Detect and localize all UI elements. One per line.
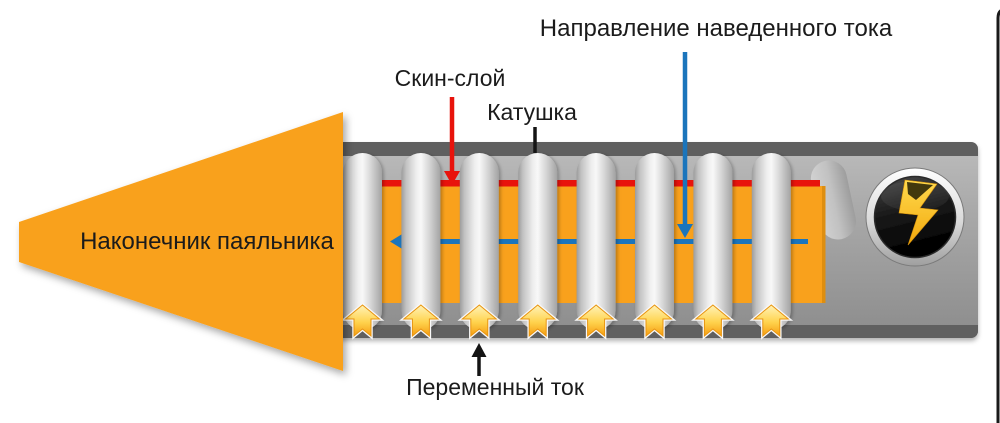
heater-core-edge [822,186,826,303]
power-badge [865,167,965,267]
ac-pointer-head [471,343,487,357]
induced-current-pointer-head [677,224,693,238]
ac-pointer [471,343,487,376]
induced-current-label: Направление наведенного тока [539,15,893,42]
induced-current-pointer [677,52,693,238]
induced-current-arrowhead [390,233,403,250]
soldering-tip-cone [19,112,343,371]
heater-body-top-band [337,142,978,156]
tip-label: Наконечник паяльника [80,228,334,255]
coil-label: Катушка [487,99,577,125]
alternating-current-label: Переменный ток [406,374,584,400]
skin-layer-label: Скин-слой [394,65,506,91]
skin-layer-pointer-head [444,171,460,185]
skin-layer-pointer [444,97,460,185]
lightning-bolt-icon [898,179,939,246]
